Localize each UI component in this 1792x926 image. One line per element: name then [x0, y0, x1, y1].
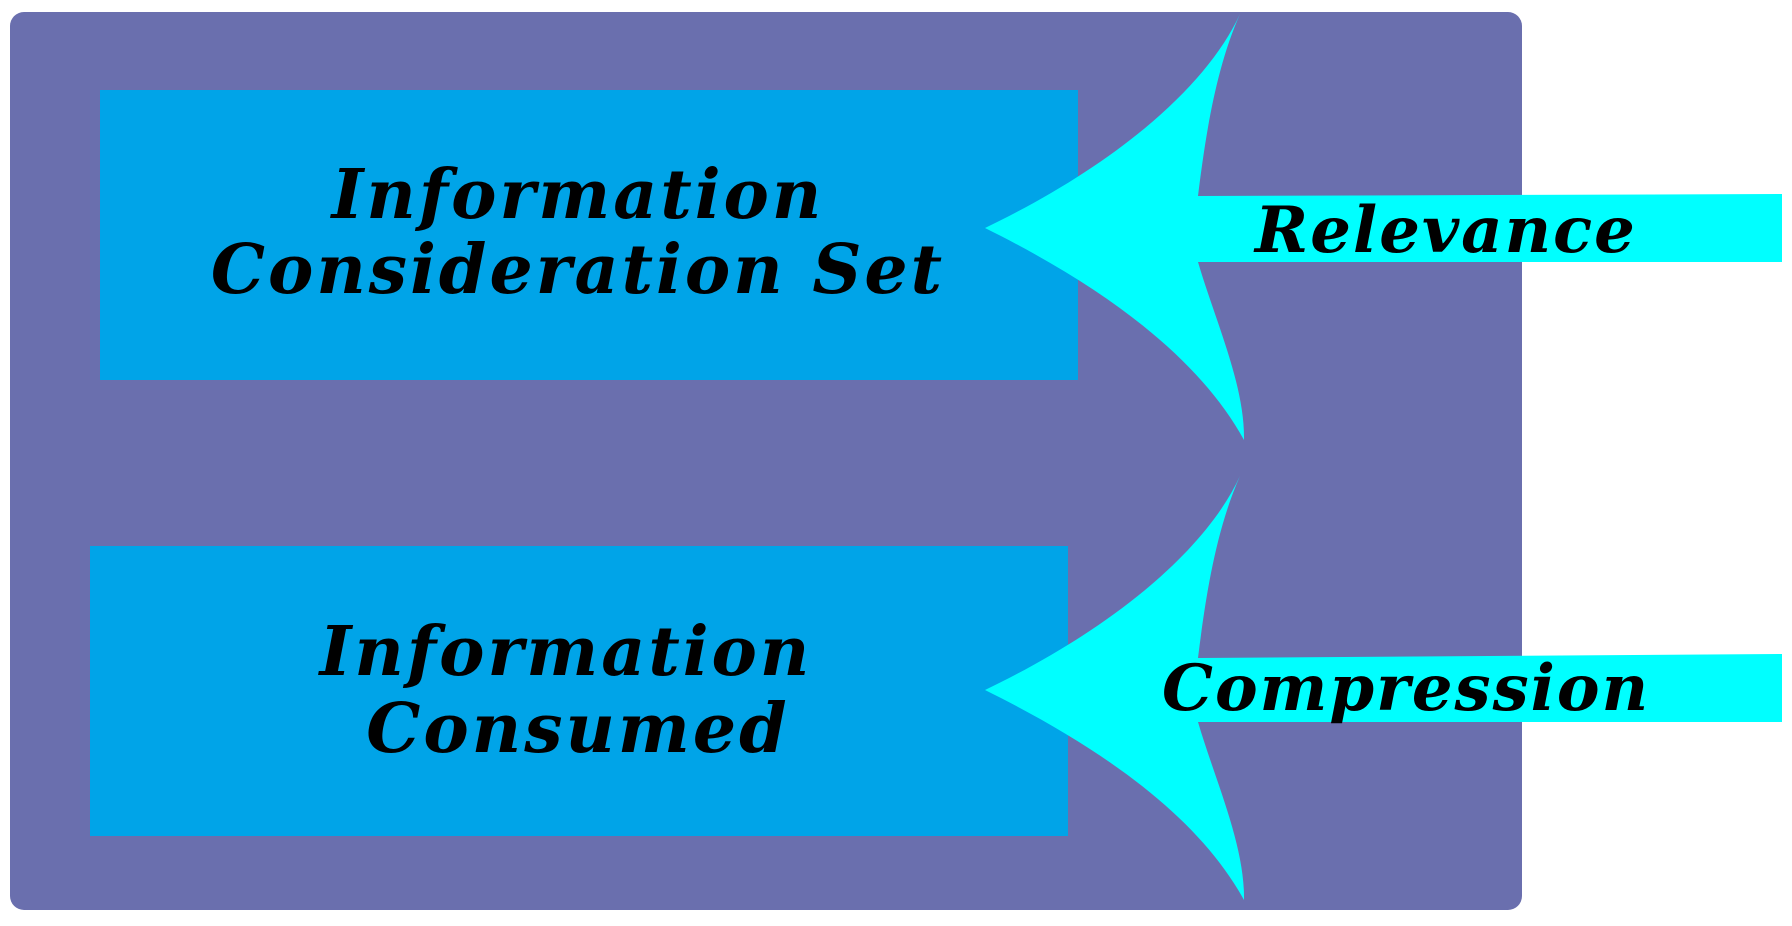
compression-label: Compression [1162, 651, 1650, 726]
consideration-set-box [100, 90, 1078, 380]
consumed-line1: Information [318, 612, 813, 692]
consideration-set-line2: Consideration Set [211, 230, 945, 310]
consideration-set-line1: Information [330, 155, 825, 235]
relevance-label: Relevance [1253, 193, 1637, 268]
compression-arrow [985, 476, 1782, 900]
consumed-line2: Consumed [366, 689, 789, 769]
relevance-arrow [985, 14, 1782, 440]
consumed-box [90, 546, 1068, 836]
